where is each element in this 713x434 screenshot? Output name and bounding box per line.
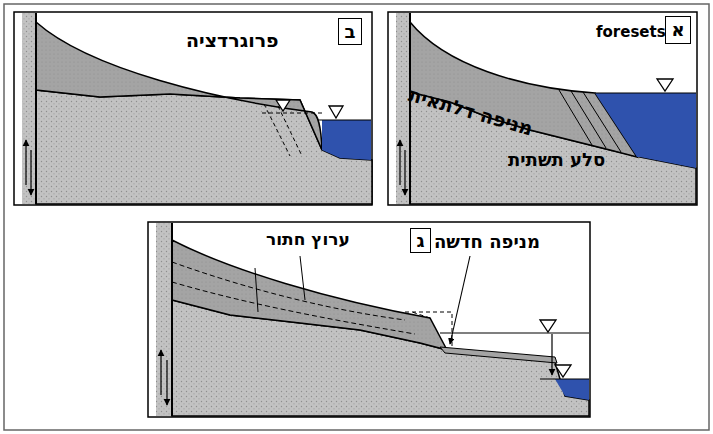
panel-letter: ג <box>416 232 424 250</box>
channel-outline <box>172 262 415 334</box>
water-level-line <box>595 92 696 93</box>
outer-frame <box>4 4 709 430</box>
fault-block <box>156 223 172 416</box>
old-fan-front <box>405 312 452 348</box>
panel-frame <box>148 222 590 417</box>
panel-letter-box: א <box>665 16 691 44</box>
water-level-symbol <box>276 100 290 111</box>
delta-fan <box>172 240 447 350</box>
delta-fan <box>36 22 322 150</box>
fault-arrow-down <box>30 150 31 195</box>
fault-arrow-up <box>160 350 161 395</box>
fault-block <box>396 13 410 204</box>
fault-line <box>409 13 411 204</box>
fault-arrow-down <box>404 150 405 195</box>
panel-letter-box: ג <box>410 228 431 253</box>
fault-arrow-down <box>166 360 167 405</box>
foreset-line <box>559 90 621 152</box>
water-level-symbol <box>555 365 571 377</box>
annotation-label: פרוגרדציה <box>186 30 279 51</box>
water-level-line <box>540 378 589 379</box>
old-water-level <box>440 332 589 333</box>
panel-frame <box>14 12 372 205</box>
water-body <box>595 93 696 168</box>
annotation-label: מניפה דלתאית <box>406 84 535 139</box>
fault-line <box>35 13 37 204</box>
leader-arrow <box>450 256 470 344</box>
fault-arrow-up <box>399 140 400 185</box>
water-level-symbol <box>540 320 556 332</box>
fault-line <box>171 223 173 416</box>
water-level-line <box>318 119 371 120</box>
fault-block <box>22 13 36 204</box>
panel-frame <box>388 12 697 205</box>
water-level-symbol <box>657 79 673 91</box>
annotation-label: סלע תשתית <box>508 150 605 170</box>
panel-letter-box: ב <box>338 18 362 45</box>
fault-arrow-up <box>25 140 26 185</box>
water-body <box>555 379 589 400</box>
panel-letter: ב <box>345 23 356 41</box>
annotation-label: מניפה חדשה <box>434 232 540 252</box>
water-body <box>322 120 371 160</box>
water-level-symbol <box>329 106 343 118</box>
new-fan <box>440 347 557 363</box>
annotation-label: foresets <box>596 24 666 41</box>
panel-letter: א <box>671 21 684 39</box>
channel-wall <box>255 268 258 312</box>
old-water-level <box>262 113 322 114</box>
level-drop-arrow <box>551 334 552 375</box>
leader-line <box>300 256 305 300</box>
annotation-label: ערוץ חתור <box>266 230 350 249</box>
